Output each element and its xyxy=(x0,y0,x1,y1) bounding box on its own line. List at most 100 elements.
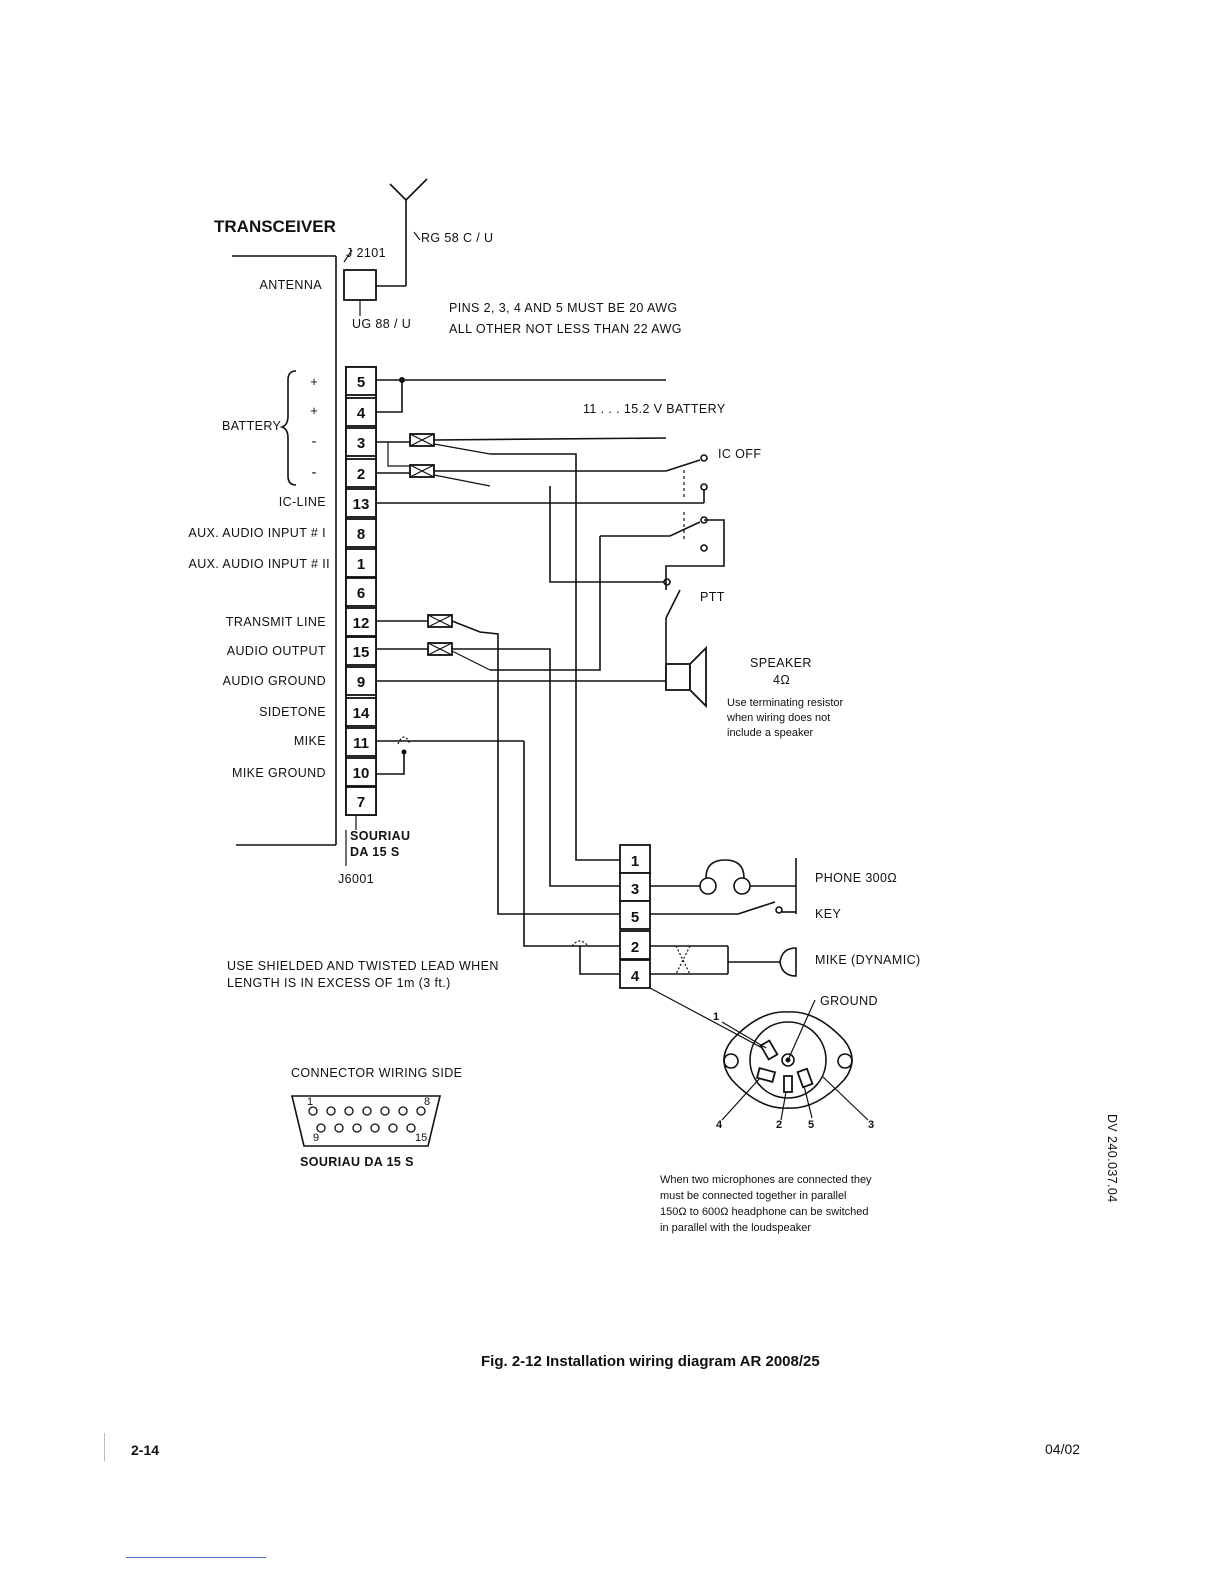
battery-sign-plus-1: + xyxy=(310,374,318,389)
signal-label-mike: MIKE xyxy=(294,734,326,748)
adapter-label: UG 88 / U xyxy=(352,317,411,331)
headset-pin-box-4: 2 xyxy=(619,930,651,960)
wire-note-line-2: ALL OTHER NOT LESS THAN 22 AWG xyxy=(449,322,682,336)
key-icon xyxy=(650,901,796,915)
j6001-pin-box-9: 12 xyxy=(345,607,377,637)
page-number: 2-14 xyxy=(131,1442,160,1458)
j6001-pin-13: 11 xyxy=(353,735,369,752)
socket-pin-3-label: 3 xyxy=(868,1119,874,1131)
headset-socket-icon xyxy=(721,999,869,1121)
shield-note-line-2: LENGTH IS IN EXCESS OF 1m (3 ft.) xyxy=(227,976,451,990)
signal-label-mike-ground: MIKE GROUND xyxy=(232,766,326,780)
headset-pin-box-5: 4 xyxy=(619,959,651,989)
headset-pin-box-2: 3 xyxy=(619,872,651,902)
j2101-label: J 2101 xyxy=(346,246,386,260)
da15-pin-1-label: 1 xyxy=(307,1096,313,1108)
j6001-pin-box-8: 6 xyxy=(345,577,377,607)
j6001-pin-14: 10 xyxy=(353,765,370,782)
j6001-pin-box-6: 8 xyxy=(345,518,377,548)
signal-label-aux-audio-2: AUX. AUDIO INPUT # II xyxy=(188,557,330,571)
da15-pin-9-label: 9 xyxy=(313,1132,319,1144)
j6001-pin-1: 5 xyxy=(357,374,365,391)
battery-sign-minus-2: - xyxy=(312,464,317,481)
connector-side-name: SOURIAU DA 15 S xyxy=(300,1155,414,1169)
j6001-pin-8: 6 xyxy=(357,585,365,602)
headset-pin-4: 2 xyxy=(631,939,639,956)
wiring: 1 3 5 2 4 xyxy=(376,377,797,1053)
mic-note-line-4: in parallel with the loudspeaker xyxy=(660,1222,811,1234)
headset-pin-5: 4 xyxy=(631,968,640,985)
transceiver-title: TRANSCEIVER xyxy=(214,217,336,236)
j6001-pin-10: 15 xyxy=(353,644,370,661)
speaker-note-line-3: include a speaker xyxy=(727,727,814,739)
j6001-type-label: SOURIAU xyxy=(350,829,410,843)
bottom-rule xyxy=(126,1557,266,1558)
j6001-pin-11: 9 xyxy=(357,674,365,691)
j6001-label: J6001 xyxy=(338,872,374,886)
margin-rule xyxy=(104,1433,105,1461)
antenna-label: ANTENNA xyxy=(259,278,322,292)
j6001-pin-9: 12 xyxy=(353,615,370,632)
j6001-pin-box-11: 9 xyxy=(345,666,377,696)
battery-sign-minus-1: - xyxy=(312,433,317,450)
socket-pin-4-label: 4 xyxy=(716,1119,723,1131)
mic-note-line-1: When two microphones are connected they xyxy=(660,1174,872,1186)
j6001-pin-4: 2 xyxy=(357,466,365,483)
headset-pin-1: 1 xyxy=(631,853,639,870)
da15-pins-bottom xyxy=(316,1123,416,1133)
j6001-pin-box-10: 15 xyxy=(345,636,377,666)
j2101-connector xyxy=(343,249,377,316)
da15-pins-top xyxy=(308,1106,426,1116)
headset-pin-box-3: 5 xyxy=(619,900,651,930)
da15-connector-icon xyxy=(290,1095,442,1147)
antenna-icon xyxy=(376,178,428,287)
j6001-connector: 5 4 3 2 13 8 1 6 12 15 9 14 11 10 7 xyxy=(345,366,377,866)
revision-date: 04/02 xyxy=(1045,1441,1081,1457)
signal-label-audio-output: AUDIO OUTPUT xyxy=(227,644,326,658)
signal-label-ic-line: IC-LINE xyxy=(279,495,326,509)
battery-label: BATTERY xyxy=(222,419,282,433)
wire-note-line-1: PINS 2, 3, 4 AND 5 MUST BE 20 AWG xyxy=(449,301,678,315)
phone-label: PHONE 300Ω xyxy=(815,871,897,885)
headset-pin-box-1: 1 xyxy=(619,844,651,874)
speaker-note-line-2: when wiring does not xyxy=(726,712,830,724)
transceiver-outline xyxy=(232,255,337,846)
j6001-pin-12: 14 xyxy=(353,705,370,722)
battery-sign-plus-2: + xyxy=(310,403,318,418)
signal-label-sidetone: SIDETONE xyxy=(259,705,326,719)
j6001-pin-5: 13 xyxy=(353,496,370,513)
speaker-icon xyxy=(665,645,707,709)
microphone-icon xyxy=(650,945,797,977)
mic-note-line-2: must be connected together in parallel xyxy=(660,1190,847,1202)
speaker-label: SPEAKER xyxy=(750,656,812,670)
j6001-pin-box-3: 3 xyxy=(345,427,377,457)
j6001-model-label: DA 15 S xyxy=(350,845,400,859)
headset-pin-3: 5 xyxy=(631,909,639,926)
shield-note-line-1: USE SHIELDED AND TWISTED LEAD WHEN xyxy=(227,959,499,973)
headset-pin-2: 3 xyxy=(631,881,639,898)
headset-connector: 1 3 5 2 4 xyxy=(619,844,651,989)
da15-pin-8-label: 8 xyxy=(424,1096,430,1108)
j6001-pin-2: 4 xyxy=(357,405,366,422)
socket-pin-1-label: 1 xyxy=(713,1011,719,1023)
speaker-note-line-1: Use terminating resistor xyxy=(727,697,843,709)
j6001-pin-7: 1 xyxy=(357,556,365,573)
da15-pin-15-label: 15 xyxy=(415,1132,427,1144)
socket-pin-5-label: 5 xyxy=(808,1119,814,1131)
battery-brace xyxy=(279,370,297,486)
j6001-pin-box-12: 14 xyxy=(345,697,377,727)
j6001-pin-box-13: 11 xyxy=(345,727,377,757)
j6001-pin-box-2: 4 xyxy=(345,397,377,427)
j6001-pin-box-15: 7 xyxy=(345,786,377,816)
j6001-pin-box-5: 13 xyxy=(345,488,377,518)
connector-side-title: CONNECTOR WIRING SIDE xyxy=(291,1066,462,1080)
j6001-pin-box-14: 10 xyxy=(345,757,377,787)
mike-dynamic-label: MIKE (DYNAMIC) xyxy=(815,953,921,967)
key-label: KEY xyxy=(815,907,841,921)
j6001-pin-15: 7 xyxy=(357,794,365,811)
j6001-pin-box-7: 1 xyxy=(345,548,377,578)
socket-pin-2-label: 2 xyxy=(776,1119,782,1131)
j6001-pin-box-1: 5 xyxy=(345,366,377,396)
figure-caption: Fig. 2-12 Installation wiring diagram AR… xyxy=(481,1353,820,1370)
